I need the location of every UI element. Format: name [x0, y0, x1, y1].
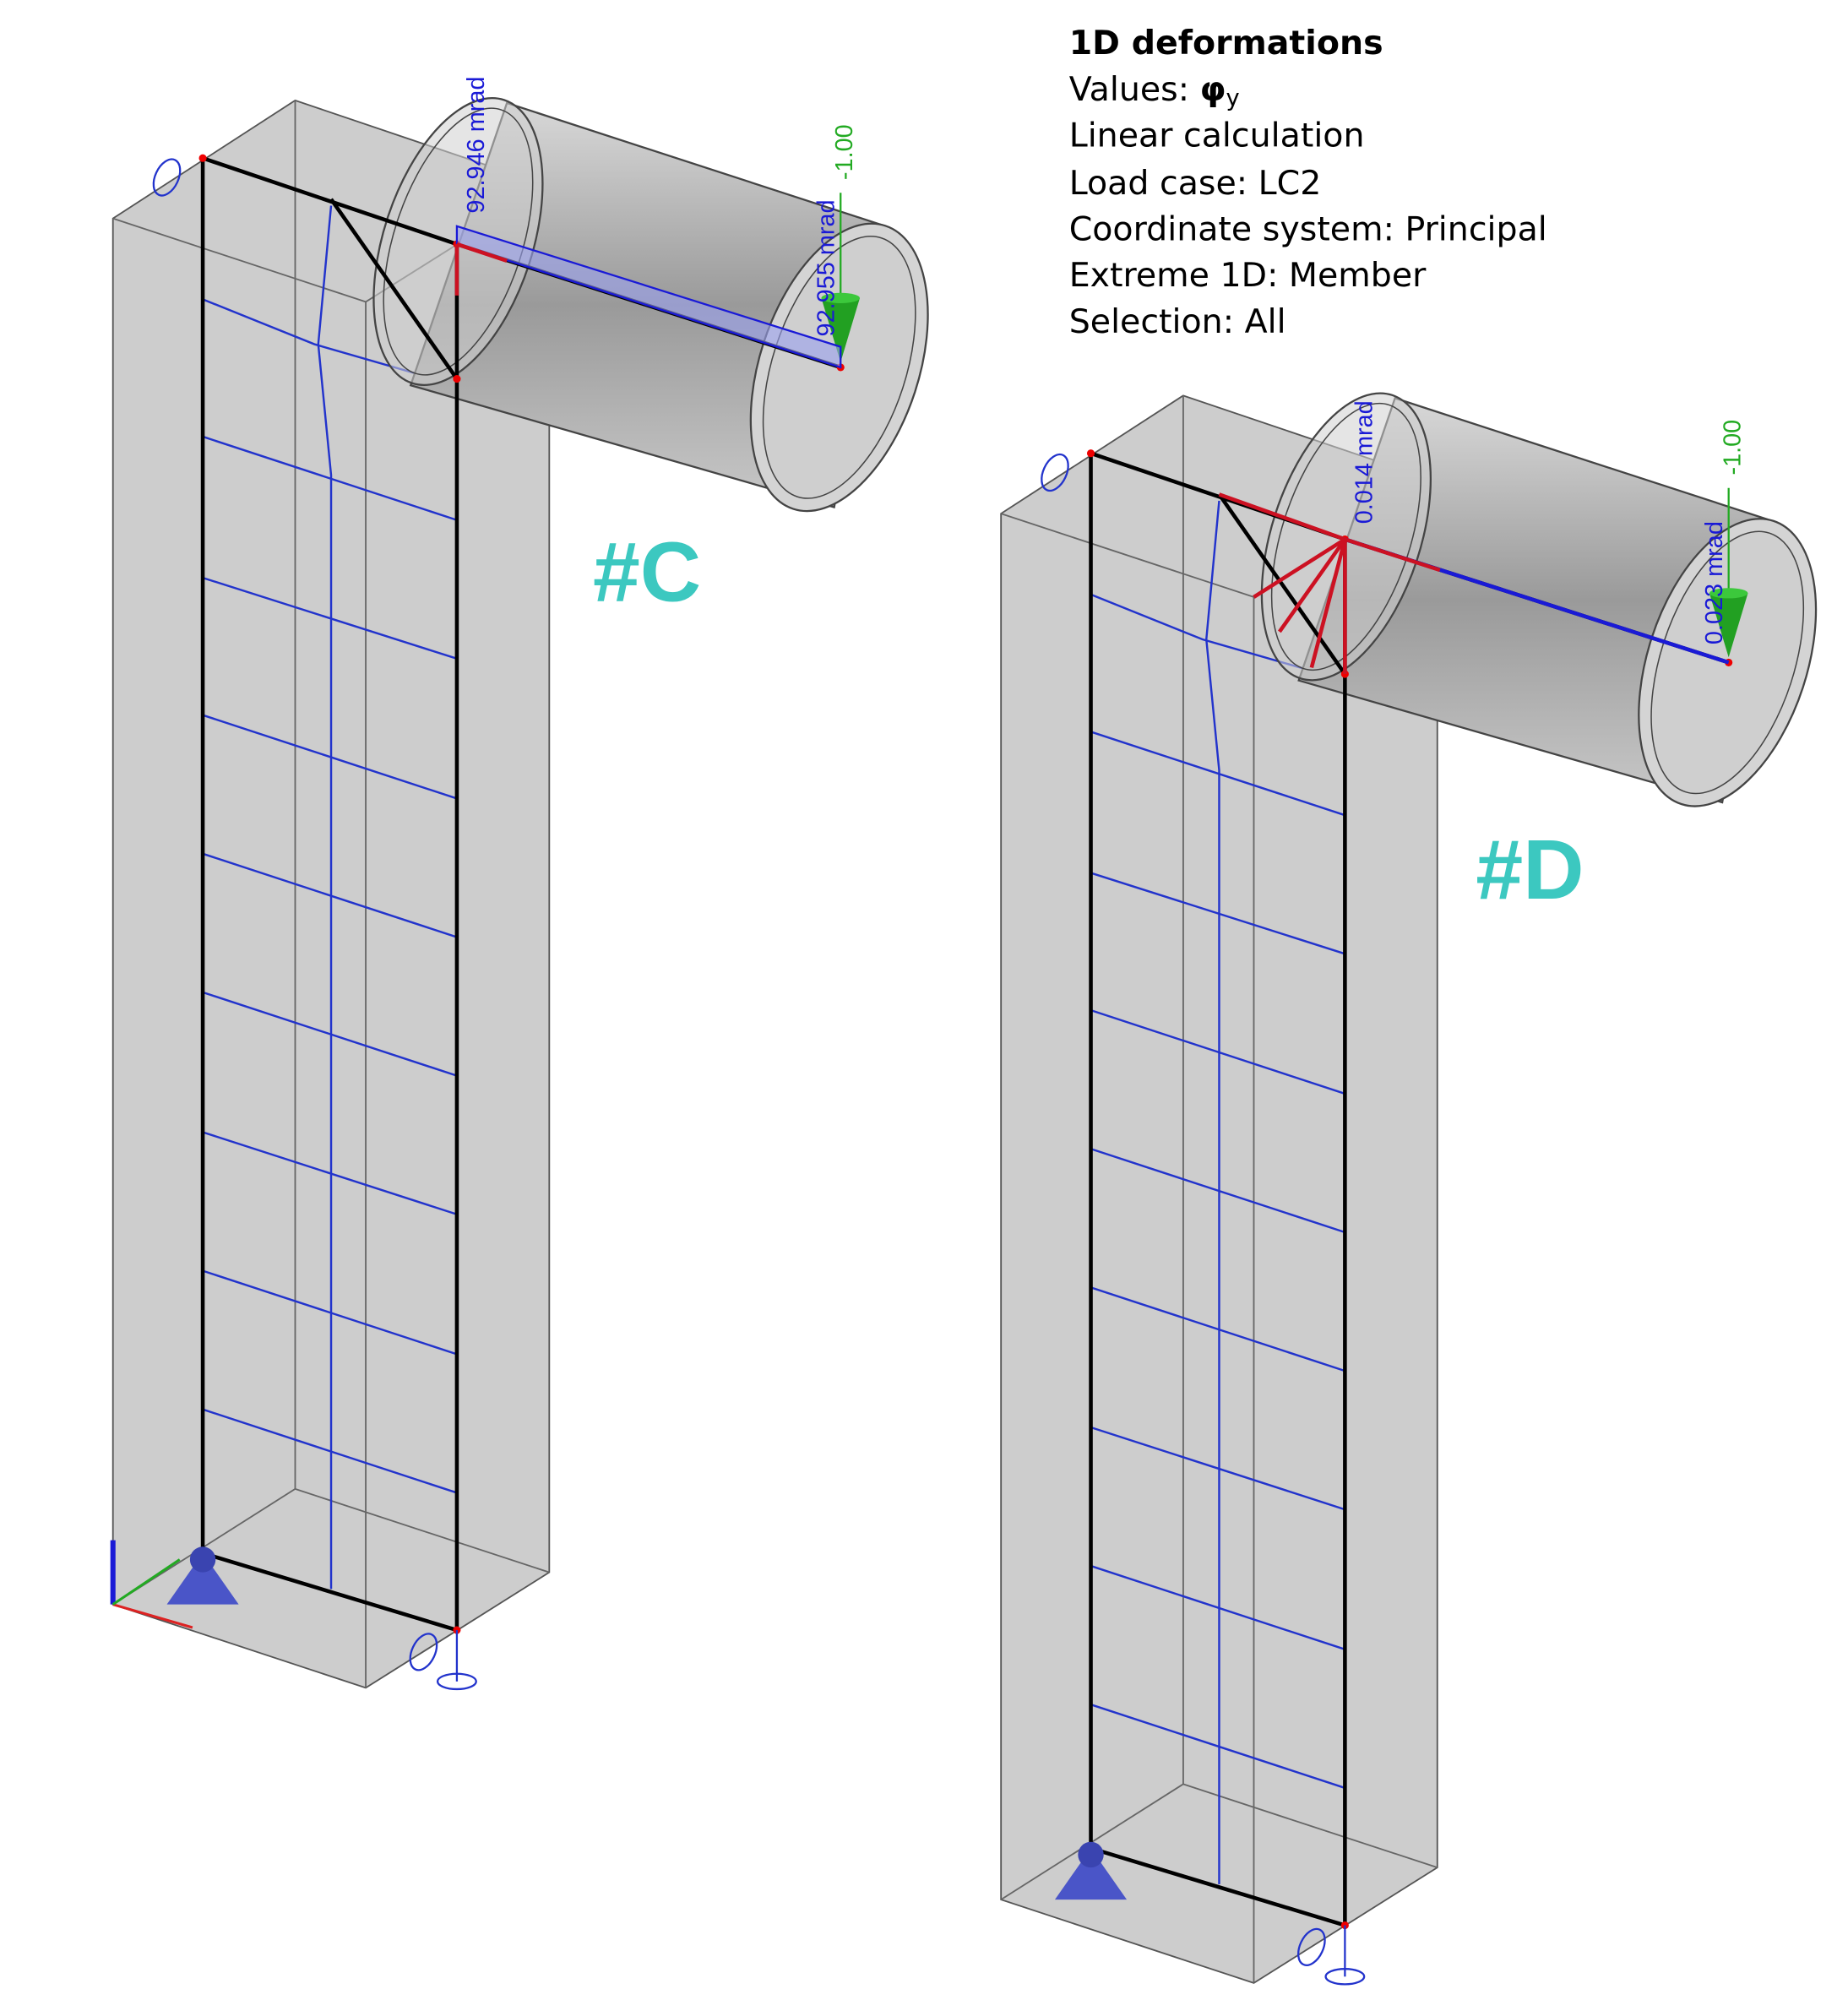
end-value-label-c: 92.955 mrad: [813, 199, 840, 336]
legend-coordinate-system: Coordinate system: Principal: [1069, 209, 1547, 248]
model-d: 0.014 mrad 0.023 mrad -1.00 #D: [1001, 372, 1848, 1985]
legend-selection: Selection: All: [1069, 302, 1286, 341]
model-tag-d: #D: [1476, 823, 1584, 917]
legend-load-case: Load case: LC2: [1069, 164, 1322, 203]
legend-title: 1D deformations: [1069, 24, 1383, 62]
legend-values: Values: φy: [1069, 70, 1240, 111]
max-value-label-c: 92.946 mrad: [463, 77, 490, 214]
model-c: 92.946 mrad 92.955 mrad -1.00 #C: [110, 77, 961, 1689]
legend-calculation: Linear calculation: [1069, 117, 1365, 155]
legend-extreme: Extreme 1D: Member: [1069, 256, 1427, 295]
result-diagram-c: [455, 225, 842, 369]
model-tag-c: #C: [593, 524, 701, 619]
load-value-label-d: -1.00: [1719, 420, 1746, 476]
result-info-legend: 1D deformations Values: φy Linear calcul…: [1069, 24, 1547, 341]
coordinate-axes-icon: [110, 1540, 193, 1629]
end-value-label-d: 0.023 mrad: [1701, 521, 1728, 644]
max-value-label-d: 0.014 mrad: [1351, 400, 1378, 524]
load-value-label-c: -1.00: [831, 124, 858, 180]
